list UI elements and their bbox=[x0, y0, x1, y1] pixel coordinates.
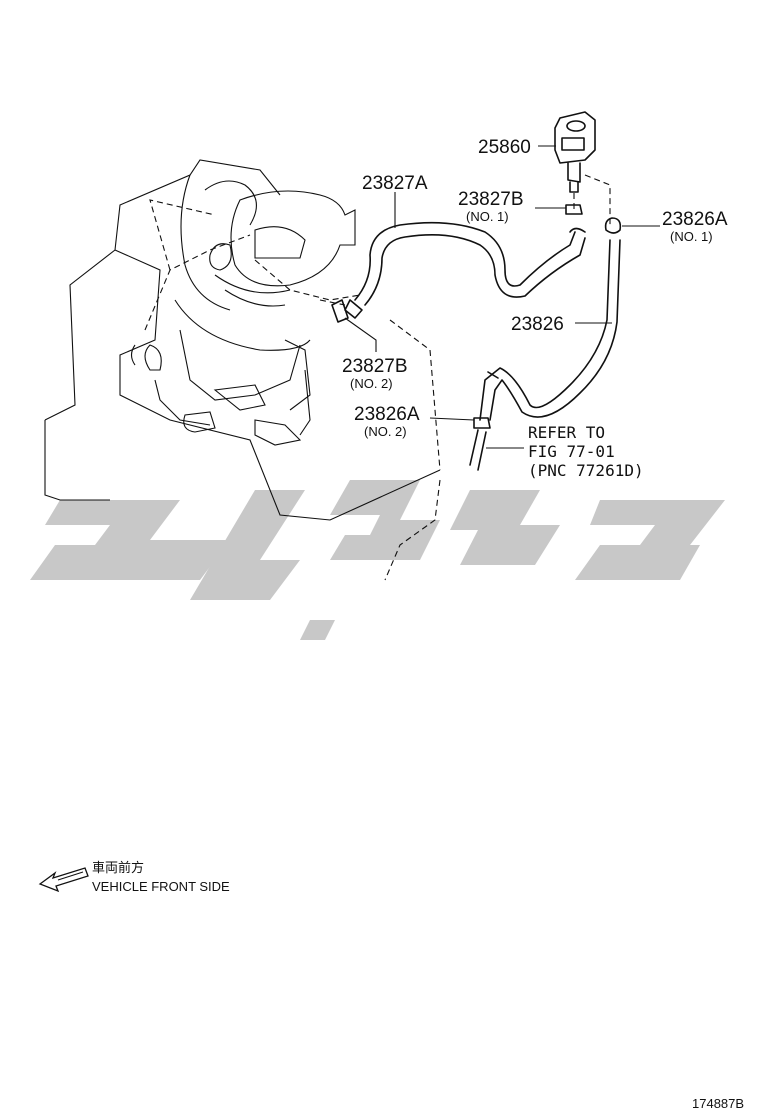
label-23827B-no1: 23827B bbox=[458, 189, 524, 210]
label-25860: 25860 bbox=[478, 137, 531, 158]
part-labels: 25860 23827A 23827B (NO. 1) 23826A (NO. … bbox=[342, 137, 728, 439]
reference-line-1: REFER TO bbox=[528, 423, 605, 442]
hose-23826 bbox=[469, 239, 621, 471]
hose-23827A bbox=[344, 221, 586, 319]
front-label-english: VEHICLE FRONT SIDE bbox=[92, 879, 230, 894]
clip-23827B-no2 bbox=[331, 299, 349, 323]
label-23827B-no2-sub: (NO. 2) bbox=[350, 376, 393, 391]
watermark-logo bbox=[30, 480, 725, 640]
front-arrow-icon bbox=[38, 867, 89, 893]
reference-line-3: (PNC 77261D) bbox=[528, 461, 644, 480]
label-23827A: 23827A bbox=[362, 173, 428, 194]
label-23826A-no2-sub: (NO. 2) bbox=[364, 424, 407, 439]
figure-id: 174887B bbox=[692, 1096, 744, 1111]
engine-assembly bbox=[44, 159, 441, 581]
reference-note: REFER TO FIG 77-01 (PNC 77261D) bbox=[528, 423, 644, 480]
front-label-japanese: 車両前方 bbox=[92, 860, 144, 875]
label-23826: 23826 bbox=[511, 314, 564, 335]
label-23826A-no2: 23826A bbox=[354, 404, 420, 425]
label-23826A-no1: 23826A bbox=[662, 209, 728, 230]
leader-lines bbox=[344, 145, 660, 449]
label-23826A-no1-sub: (NO. 1) bbox=[670, 229, 713, 244]
clip-23826A-no1 bbox=[604, 217, 622, 234]
reference-line-2: FIG 77-01 bbox=[528, 442, 615, 461]
vsv-canister-25860 bbox=[554, 111, 611, 225]
clip-23826A-no2 bbox=[473, 417, 491, 429]
clip-23827B-no1 bbox=[565, 204, 583, 215]
label-23827B-no1-sub: (NO. 1) bbox=[466, 209, 509, 224]
vehicle-front-indicator: 車両前方 VEHICLE FRONT SIDE bbox=[38, 860, 230, 894]
label-23827B-no2: 23827B bbox=[342, 356, 408, 377]
